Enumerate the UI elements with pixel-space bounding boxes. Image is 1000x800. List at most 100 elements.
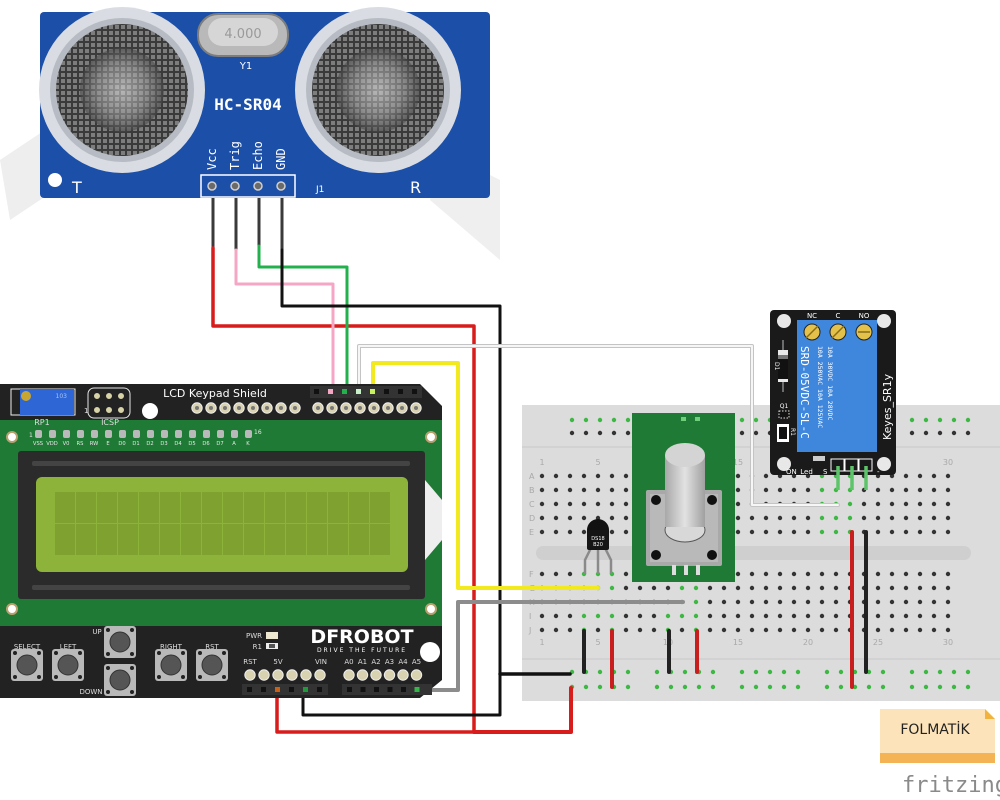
breadboard-hole[interactable] (623, 515, 629, 521)
breadboard-hole[interactable] (833, 599, 839, 605)
rail-hole[interactable] (753, 669, 759, 675)
breadboard-hole[interactable] (735, 473, 741, 479)
breadboard-hole[interactable] (875, 599, 881, 605)
breadboard-hole[interactable] (763, 515, 769, 521)
rail-hole[interactable] (583, 417, 589, 423)
breadboard-hole[interactable] (875, 529, 881, 535)
breadboard-hole[interactable] (917, 585, 923, 591)
digital-header-pin[interactable] (328, 389, 333, 394)
breadboard-hole[interactable] (763, 571, 769, 577)
breadboard-hole[interactable] (833, 627, 839, 633)
breadboard-hole[interactable] (777, 585, 783, 591)
digital-header-pin[interactable] (412, 389, 417, 394)
breadboard-hole[interactable] (875, 501, 881, 507)
breadboard-hole[interactable] (581, 487, 587, 493)
rail-hole[interactable] (781, 684, 787, 690)
rail-hole[interactable] (739, 430, 745, 436)
rail-hole[interactable] (767, 684, 773, 690)
rail-hole[interactable] (880, 669, 886, 675)
breadboard-hole[interactable] (903, 627, 909, 633)
breadboard-hole[interactable] (595, 627, 601, 633)
breadboard-hole[interactable] (931, 571, 937, 577)
breadboard-hole[interactable] (581, 515, 587, 521)
rail-hole[interactable] (909, 669, 915, 675)
rail-hole[interactable] (597, 417, 603, 423)
breadboard-hole[interactable] (931, 599, 937, 605)
breadboard-hole[interactable] (553, 529, 559, 535)
breadboard-hole[interactable] (763, 599, 769, 605)
breadboard-hole[interactable] (777, 487, 783, 493)
breadboard-hole[interactable] (931, 515, 937, 521)
breadboard-hole[interactable] (623, 487, 629, 493)
breadboard-hole[interactable] (791, 571, 797, 577)
analog-header-pin[interactable] (387, 687, 393, 692)
breadboard-hole[interactable] (539, 501, 545, 507)
rail-hole[interactable] (625, 430, 631, 436)
breadboard-hole[interactable] (581, 501, 587, 507)
breadboard-hole[interactable] (623, 529, 629, 535)
breadboard-hole[interactable] (903, 529, 909, 535)
breadboard-hole[interactable] (623, 613, 629, 619)
breadboard-hole[interactable] (861, 501, 867, 507)
breadboard-hole[interactable] (917, 473, 923, 479)
breadboard-hole[interactable] (889, 599, 895, 605)
button-up[interactable] (104, 626, 136, 658)
breadboard-hole[interactable] (945, 627, 951, 633)
breadboard-hole[interactable] (945, 501, 951, 507)
breadboard-hole[interactable] (609, 613, 615, 619)
breadboard-hole[interactable] (749, 571, 755, 577)
breadboard-hole[interactable] (595, 487, 601, 493)
breadboard-hole[interactable] (875, 627, 881, 633)
breadboard-hole[interactable] (679, 613, 685, 619)
breadboard-hole[interactable] (749, 529, 755, 535)
breadboard-hole[interactable] (595, 473, 601, 479)
digital-header-pin[interactable] (370, 389, 375, 394)
rail-hole[interactable] (654, 669, 660, 675)
breadboard-hole[interactable] (539, 613, 545, 619)
power-header-pin[interactable] (275, 687, 280, 692)
breadboard-hole[interactable] (833, 585, 839, 591)
rail-hole[interactable] (965, 684, 971, 690)
breadboard-hole[interactable] (567, 501, 573, 507)
breadboard-hole[interactable] (889, 585, 895, 591)
breadboard-hole[interactable] (539, 487, 545, 493)
breadboard-hole[interactable] (735, 627, 741, 633)
breadboard-hole[interactable] (735, 529, 741, 535)
power-header-pin[interactable] (317, 687, 322, 692)
breadboard-hole[interactable] (945, 515, 951, 521)
breadboard-hole[interactable] (833, 571, 839, 577)
rail-hole[interactable] (767, 669, 773, 675)
rail-hole[interactable] (668, 684, 674, 690)
rail-hole[interactable] (682, 669, 688, 675)
breadboard-hole[interactable] (917, 613, 923, 619)
rail-hole[interactable] (781, 669, 787, 675)
breadboard-hole[interactable] (609, 529, 615, 535)
breadboard-hole[interactable] (945, 487, 951, 493)
breadboard-hole[interactable] (749, 585, 755, 591)
breadboard-hole[interactable] (903, 585, 909, 591)
rail-hole[interactable] (753, 417, 759, 423)
power-header-pin[interactable] (303, 687, 308, 692)
rail-hole[interactable] (753, 430, 759, 436)
rail-hole[interactable] (951, 417, 957, 423)
breadboard-hole[interactable] (875, 585, 881, 591)
breadboard-hole[interactable] (595, 613, 601, 619)
rail-hole[interactable] (682, 684, 688, 690)
breadboard-hole[interactable] (777, 627, 783, 633)
breadboard-hole[interactable] (875, 613, 881, 619)
breadboard-hole[interactable] (861, 515, 867, 521)
breadboard-hole[interactable] (665, 613, 671, 619)
contrast-potentiometer[interactable]: 103 (10, 388, 76, 416)
power-header-pin[interactable] (261, 687, 266, 692)
rail-hole[interactable] (937, 669, 943, 675)
digital-header-pin[interactable] (342, 389, 347, 394)
rail-hole[interactable] (838, 669, 844, 675)
breadboard-hole[interactable] (917, 515, 923, 521)
breadboard-hole[interactable] (609, 501, 615, 507)
breadboard-hole[interactable] (637, 613, 643, 619)
rail-hole[interactable] (923, 669, 929, 675)
breadboard-hole[interactable] (707, 613, 713, 619)
breadboard-hole[interactable] (791, 515, 797, 521)
breadboard-hole[interactable] (819, 599, 825, 605)
button-rst[interactable] (196, 649, 228, 681)
